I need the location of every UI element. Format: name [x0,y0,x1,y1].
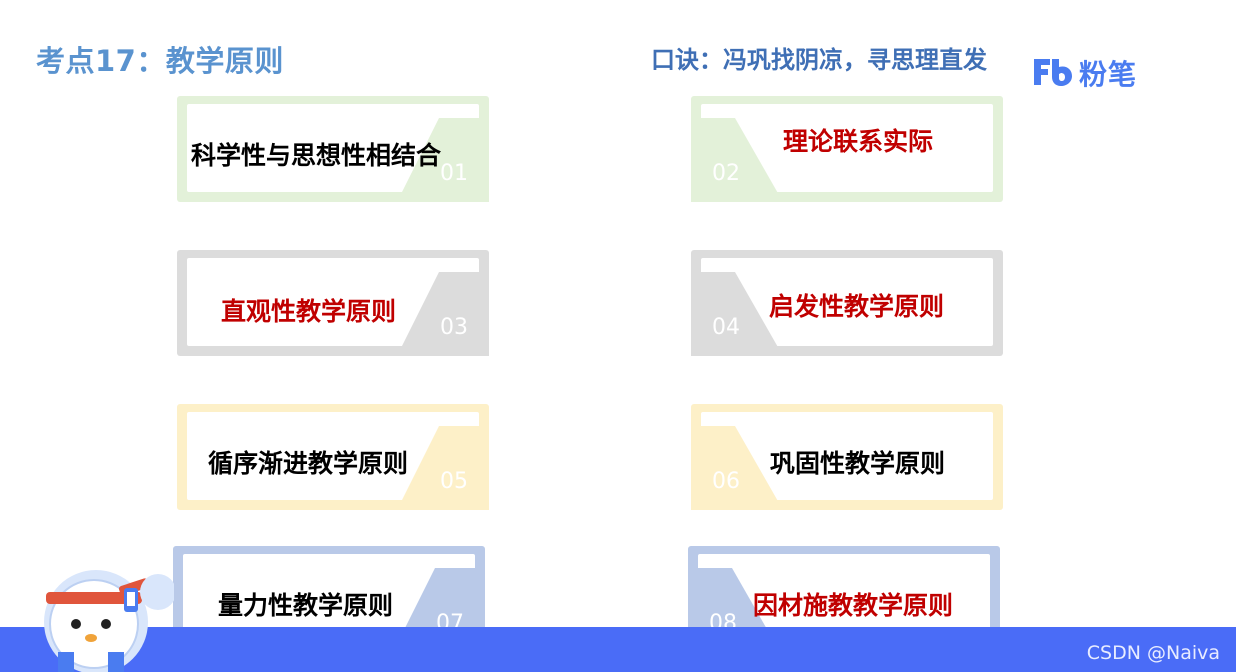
card-corner-shape [691,426,783,510]
card-label: 因材施教教学原则 [753,591,954,620]
card-corner-shape [691,272,783,356]
principle-card-01: 科学性与思想性相结合 01 [177,96,489,202]
card-corner-shape [397,426,489,510]
card-label: 循序渐进教学原则 [208,449,409,478]
principle-card-03: 直观性教学原则 03 [177,250,489,356]
fb-logo-icon [1034,59,1072,86]
card-number: 04 [712,315,740,340]
mascot-icon [44,570,174,672]
card-number: 05 [440,469,468,494]
card-label: 巩固性教学原则 [770,449,946,478]
csdn-watermark: CSDN @Naiva [1086,642,1220,664]
mnemonic-text: 口诀：冯巩找阴凉，寻思理直发 [651,46,987,74]
card-label: 直观性教学原则 [221,297,397,326]
card-number: 02 [712,161,740,186]
principle-card-02: 02 理论联系实际 [691,96,1003,202]
card-label: 科学性与思想性相结合 [191,141,442,170]
card-number: 01 [440,161,468,186]
page-title: 考点17：教学原则 [36,44,284,78]
logo-text: 粉笔 [1079,58,1138,91]
bottom-bar [0,627,1236,672]
card-number: 03 [440,315,468,340]
brand-logo: 粉笔 [1032,55,1162,91]
principle-card-05: 循序渐进教学原则 05 [177,404,489,510]
card-label: 启发性教学原则 [769,292,945,321]
card-label: 量力性教学原则 [218,591,394,620]
principle-card-04: 04 启发性教学原则 [691,250,1003,356]
card-label: 理论联系实际 [783,127,934,156]
principle-card-06: 06 巩固性教学原则 [691,404,1003,510]
card-corner-shape [397,272,489,356]
card-corner-shape [691,118,783,202]
card-number: 06 [712,469,740,494]
card-corner-shape [397,118,489,202]
